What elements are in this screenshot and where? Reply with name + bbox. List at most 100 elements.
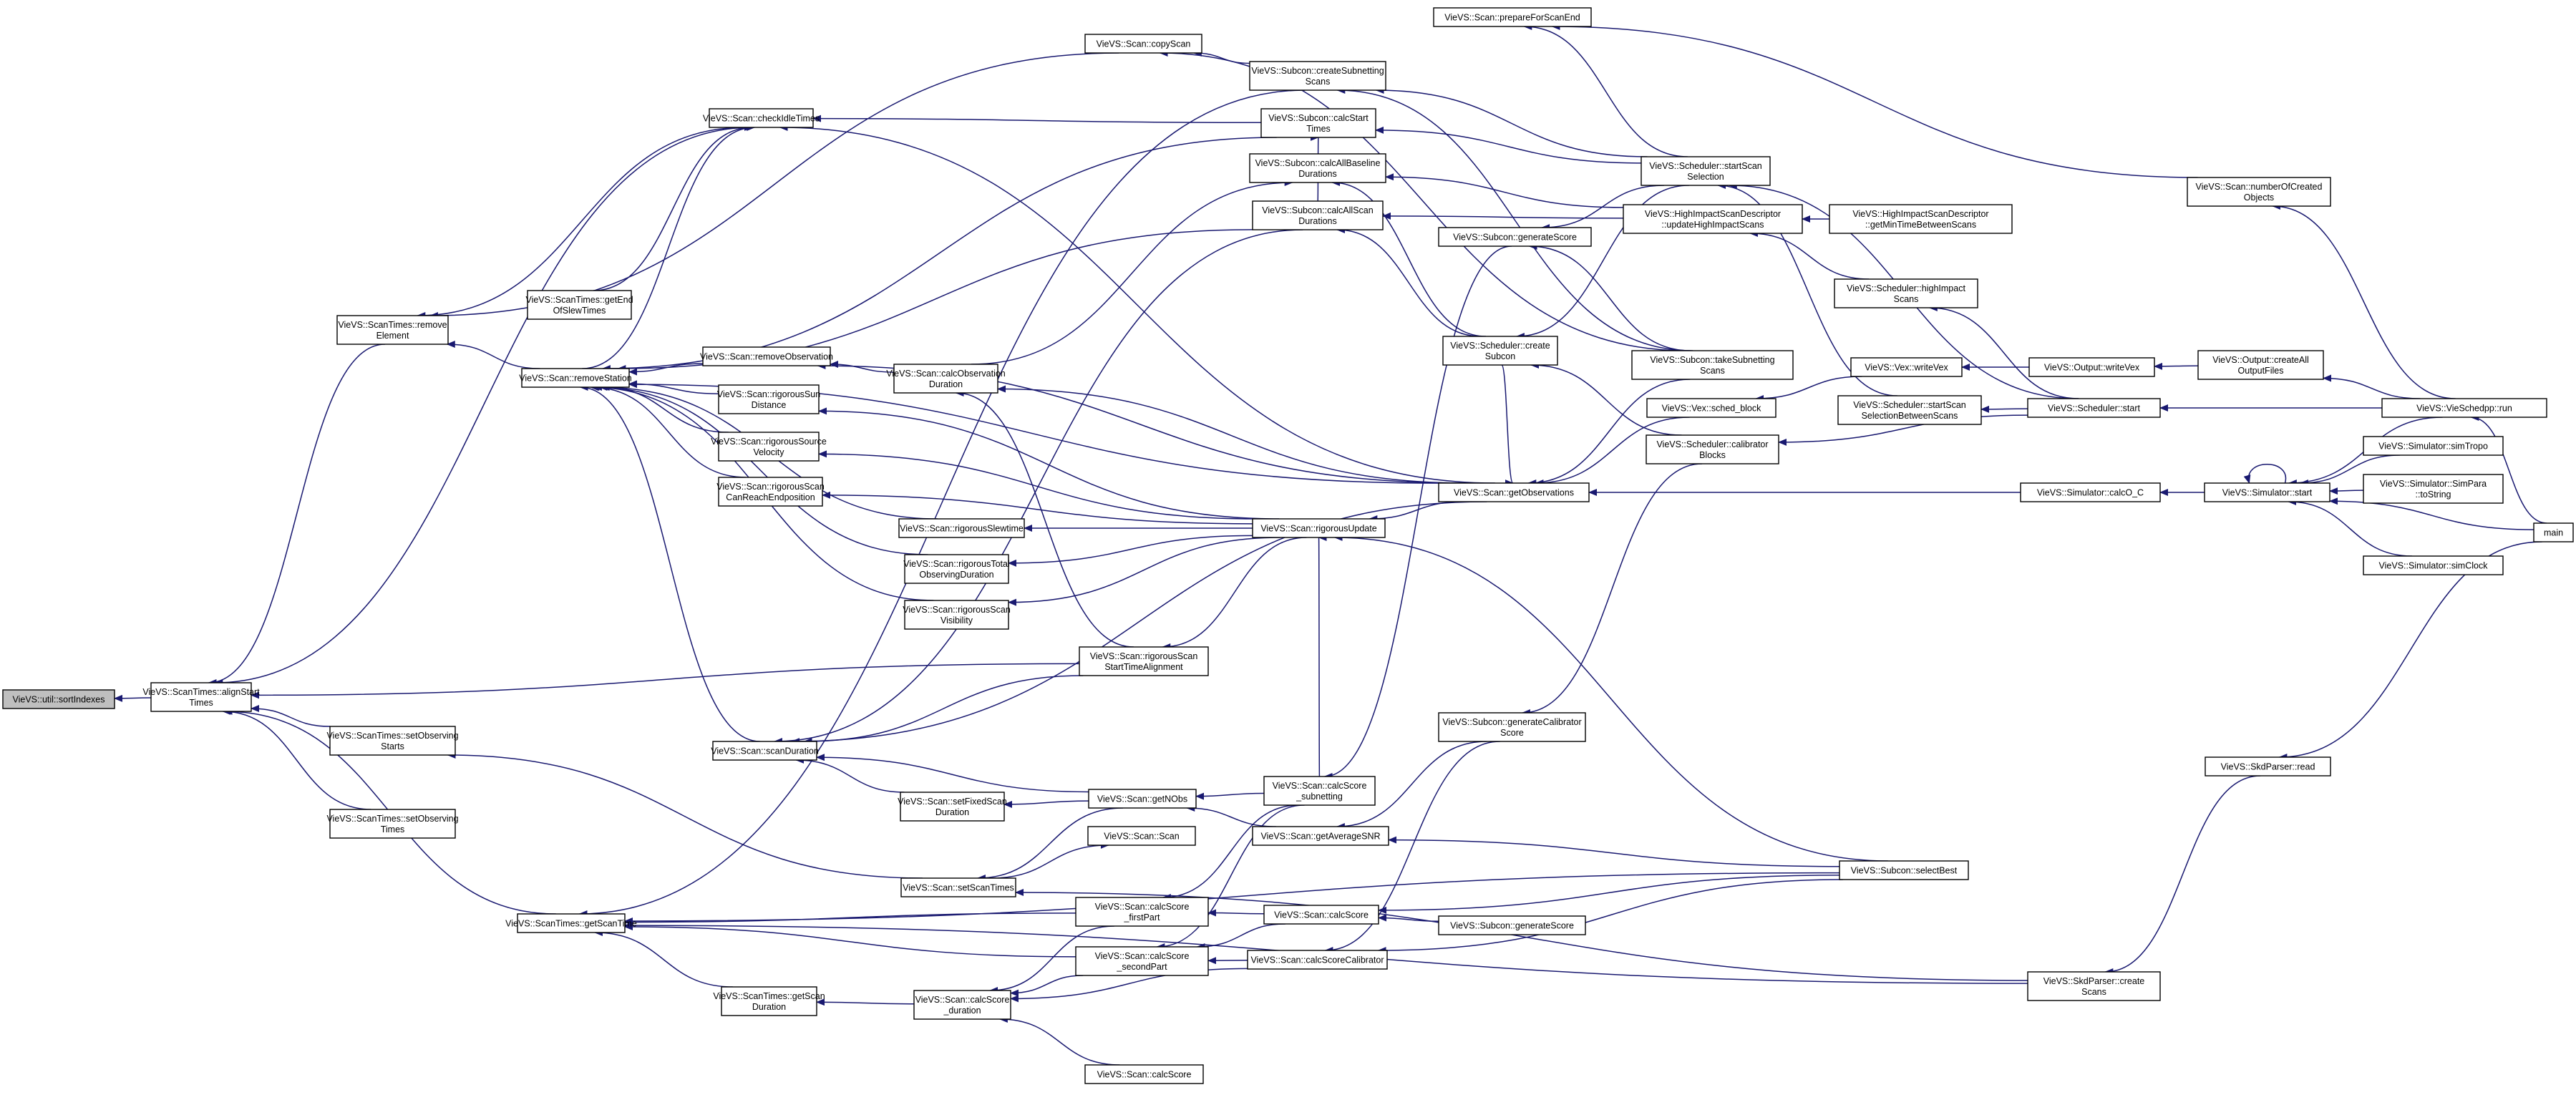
node-label: VieVS::Scan::prepareForScanEnd	[1444, 13, 1580, 23]
function-node[interactable]: VieVS::Scan::getObservations	[1438, 482, 1590, 502]
function-node[interactable]: VieVS::Scan::removeObservation	[700, 346, 833, 366]
function-node[interactable]: main	[2533, 522, 2574, 542]
call-edge	[590, 384, 747, 478]
node-label: Subcon	[1485, 351, 1515, 361]
node-box	[2027, 398, 2161, 418]
function-node[interactable]: VieVS::Output::writeVex	[2028, 357, 2155, 377]
node-label: VieVS::Scan::removeStation	[519, 374, 632, 384]
function-node[interactable]: VieVS::Scan::calcScore_duration	[913, 990, 1011, 1020]
node-label: VieVS::Simulator::start	[2222, 488, 2313, 498]
function-node[interactable]: VieVS::Scan::rigorousScanStartTimeAlignm…	[1079, 646, 1209, 676]
function-node[interactable]: VieVS::Scheduler::startScanSelectionBetw…	[1837, 395, 1982, 425]
function-node[interactable]: VieVS::Scan::calcScore_subnetting	[1263, 776, 1376, 806]
node-label: CanReachEndposition	[726, 492, 815, 502]
function-node[interactable]: VieVS::Subcon::selectBest	[1839, 860, 1969, 880]
function-node[interactable]: VieVS::Scan::calcScore	[1084, 1064, 1204, 1084]
node-box	[1837, 395, 1982, 425]
function-node[interactable]: VieVS::Scan::calcScore_secondPart	[1075, 946, 1209, 976]
call-edge	[429, 52, 1119, 319]
function-node[interactable]: VieVS::Simulator::simClock	[2363, 555, 2504, 575]
function-node[interactable]: VieVS::Scan::copyScan	[1084, 34, 1202, 54]
node-label: Blocks	[1699, 450, 1726, 460]
function-node[interactable]: VieVS::Scan::calcScore	[1263, 905, 1379, 925]
call-edge	[1778, 414, 2028, 446]
function-node[interactable]: VieVS::Scan::rigorousTotalObservingDurat…	[903, 554, 1010, 584]
call-edge	[1388, 836, 1840, 867]
node-box	[2028, 357, 2155, 377]
node-label: VieVS::Scheduler::calibrator	[1656, 439, 1768, 449]
node-box	[1075, 897, 1209, 927]
function-node[interactable]: VieVS::VieSchedpp::run	[2381, 398, 2547, 418]
function-node[interactable]: VieVS::Simulator::calcO_C	[2020, 482, 2161, 502]
function-node[interactable]: VieVS::HighImpactScanDescriptor::updateH…	[1623, 204, 1803, 234]
function-node[interactable]: VieVS::Scan::checkIdleTimes	[703, 108, 820, 128]
function-node[interactable]: VieVS::Scan::setScanTimes	[900, 877, 1016, 897]
function-node[interactable]: VieVS::Subcon::generateScore	[1438, 915, 1586, 935]
node-box	[1249, 153, 1386, 183]
function-node[interactable]: VieVS::Simulator::start	[2204, 482, 2330, 502]
call-edge	[955, 389, 1134, 648]
node-label: VieVS::HighImpactScanDescriptor	[1645, 209, 1781, 219]
function-node[interactable]: VieVS::Scan::getAverageSNR	[1252, 826, 1389, 846]
call-edge	[1382, 212, 1624, 220]
function-node[interactable]: VieVS::Scan::getNObs	[1088, 789, 1197, 809]
function-node[interactable]: VieVS::HighImpactScanDescriptor::getMinT…	[1829, 204, 2013, 234]
function-node[interactable]: VieVS::Scan::Scan	[1087, 826, 1196, 846]
function-node[interactable]: VieVS::Scan::calcScore_firstPart	[1075, 897, 1209, 927]
function-node[interactable]: VieVS::Scan::scanDuration	[711, 741, 819, 761]
function-node[interactable]: VieVS::Simulator::SimPara::toString	[2363, 474, 2504, 504]
function-node[interactable]: VieVS::Vex::writeVex	[1850, 357, 1963, 377]
node-label: VieVS::Subcon::generateCalibrator	[1442, 717, 1581, 727]
call-edge	[447, 751, 923, 879]
node-label: Duration	[929, 379, 963, 389]
node-label: ::getMinTimeBetweenScans	[1865, 220, 1976, 230]
node-label: Scans	[1700, 366, 1725, 376]
function-node[interactable]: VieVS::ScanTimes::getScanTime	[505, 913, 637, 933]
call-edge	[578, 89, 1306, 917]
node-box	[2020, 482, 2161, 502]
call-edge	[1008, 537, 1280, 606]
node-label: Distance	[752, 400, 787, 410]
node-box	[1252, 200, 1384, 230]
node-label: VieVS::util::sortIndexes	[12, 695, 105, 705]
function-node[interactable]: VieVS::Scan::prepareForScanEnd	[1433, 7, 1592, 27]
function-node[interactable]: VieVS::Subcon::generateScore	[1438, 227, 1592, 247]
function-node[interactable]: VieVS::Scan::rigorousUpdate	[1252, 518, 1386, 538]
function-node[interactable]: VieVS::SkdParser::read	[2205, 756, 2331, 777]
node-label: VieVS::ScanTimes::remove	[338, 320, 447, 330]
function-node[interactable]: VieVS::Scan::rigorousSlewtime	[898, 518, 1025, 538]
function-node[interactable]: VieVS::Scan::rigorousScanCanReachEndposi…	[716, 477, 825, 507]
call-edge	[1196, 923, 1285, 950]
function-node[interactable]: VieVS::Scan::removeStation	[519, 368, 632, 388]
node-label: VieVS::Scan::rigorousScan	[903, 605, 1011, 615]
function-node[interactable]: VieVS::Simulator::simTropo	[2363, 436, 2504, 456]
function-node[interactable]: VieVS::Scheduler::start	[2027, 398, 2161, 418]
function-node[interactable]: VieVS::Vex::sched_block	[1646, 398, 1777, 418]
root-node[interactable]: VieVS::util::sortIndexes	[2, 689, 115, 709]
function-node[interactable]: VieVS::Scan::calcScoreCalibrator	[1247, 950, 1388, 970]
